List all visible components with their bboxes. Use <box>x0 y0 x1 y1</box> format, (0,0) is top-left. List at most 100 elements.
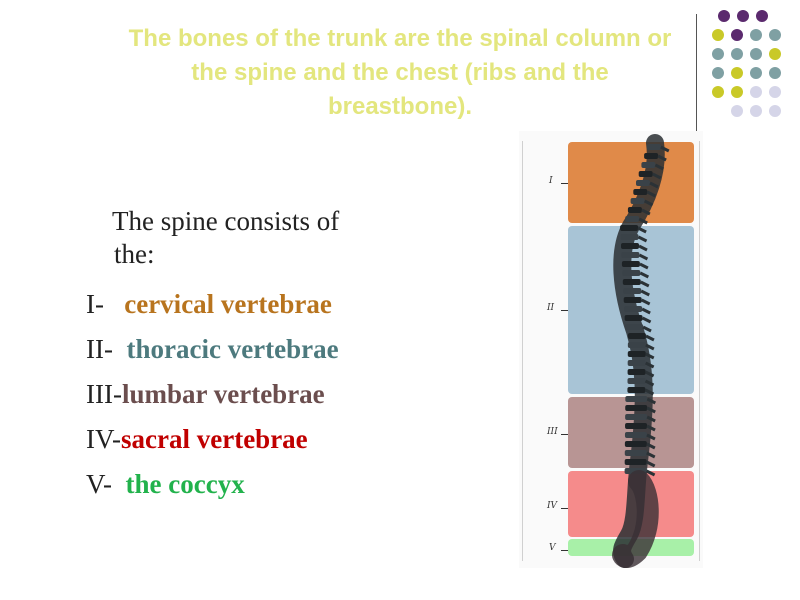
vertebra-shape <box>622 270 640 276</box>
vertebra-shape <box>625 423 647 429</box>
vertebra-process <box>641 291 649 295</box>
decor-dot <box>731 67 743 79</box>
vertebra-shape <box>625 450 647 456</box>
vertebra-process <box>646 336 654 340</box>
vertebra-shape <box>625 441 647 447</box>
spine-illustration <box>519 131 703 568</box>
vertebra-shape <box>625 432 647 438</box>
vertebra-shape <box>624 297 642 303</box>
vertebra-shape <box>620 225 638 231</box>
decor-dot-grid <box>712 10 796 128</box>
vertebra-process <box>643 318 651 322</box>
decor-dot <box>750 48 762 60</box>
decor-dot <box>712 86 724 98</box>
decor-dot <box>769 105 781 117</box>
decor-dot <box>750 105 762 117</box>
intro-line-2: the: <box>112 238 432 271</box>
vertebrae-list: I- cervical vertebrae II- thoracic verte… <box>86 282 486 507</box>
list-item-term: lumbar vertebrae <box>122 379 325 409</box>
vertebra-shape <box>623 288 641 294</box>
spine-figure: I II III IV V <box>519 131 703 568</box>
vertebra-shape <box>628 207 642 213</box>
vertebra-shape <box>625 396 647 402</box>
list-item-term: sacral vertebrae <box>121 424 308 454</box>
vertebra-shape <box>631 198 645 204</box>
intro-text: The spine consists of the: <box>112 205 432 271</box>
vertebra-shape <box>628 333 646 339</box>
decor-dot <box>712 48 724 60</box>
vertebra-shape <box>625 315 643 321</box>
list-item-term: thoracic vertebrae <box>126 334 338 364</box>
decor-dot <box>731 48 743 60</box>
decor-dot <box>750 86 762 98</box>
vertebra-shape <box>627 387 645 393</box>
list-item-lumbar: III-lumbar vertebrae <box>86 372 486 417</box>
title-line-3: breastbone). <box>40 90 760 124</box>
decor-dot <box>712 67 724 79</box>
list-item-thoracic: II- thoracic vertebrae <box>86 327 486 372</box>
vertebra-shape <box>621 243 639 249</box>
list-item-prefix: II- <box>86 334 126 364</box>
vertebra-shape <box>621 252 639 258</box>
vertebra-shape <box>639 171 653 177</box>
decor-dot <box>737 10 749 22</box>
vertebra-process <box>638 228 646 232</box>
vertebra-shape <box>624 306 642 312</box>
list-item-prefix: III- <box>86 379 122 409</box>
vertebra-process <box>641 282 649 286</box>
decor-dot <box>731 29 743 41</box>
vertebra-process <box>640 264 648 268</box>
vertebra-shape <box>628 378 646 384</box>
vertebra-process <box>639 255 647 259</box>
vertebra-shape <box>625 324 643 330</box>
vertebra-shape <box>625 216 639 222</box>
vertebra-shape <box>628 360 646 366</box>
vertebra-process <box>642 309 650 313</box>
title-line-2: the spine and the chest (ribs and the <box>40 56 760 90</box>
decor-dot <box>769 48 781 60</box>
intro-line-1: The spine consists of <box>112 205 432 238</box>
list-item-prefix: IV- <box>86 424 121 454</box>
decor-dot <box>769 86 781 98</box>
vertebra-process <box>640 273 648 277</box>
decor-dot <box>750 29 762 41</box>
vertebra-shape <box>636 180 650 186</box>
decor-dot <box>731 86 743 98</box>
decor-vertical-line <box>696 14 697 132</box>
vertebra-process <box>643 327 651 331</box>
vertebra-shape <box>622 261 640 267</box>
list-item-sacral: IV-sacral vertebrae <box>86 417 486 462</box>
vertebra-shape <box>625 405 647 411</box>
decor-dot <box>718 10 730 22</box>
vertebra-process <box>639 237 647 241</box>
list-item-prefix: I- <box>86 289 124 319</box>
vertebra-shape <box>644 153 658 159</box>
decor-dot <box>756 10 768 22</box>
decor-dot <box>712 29 724 41</box>
list-item-prefix: V- <box>86 469 126 499</box>
vertebra-shape <box>628 342 646 348</box>
vertebra-shape <box>623 279 641 285</box>
vertebra-process <box>647 462 655 466</box>
decor-dot <box>750 67 762 79</box>
decor-dot <box>769 67 781 79</box>
vertebra-shape <box>633 189 647 195</box>
vertebra-process <box>642 300 650 304</box>
vertebra-shape <box>625 459 647 465</box>
vertebra-shape <box>628 369 646 375</box>
decor-dot <box>769 29 781 41</box>
list-item-term: the coccyx <box>126 469 245 499</box>
vertebra-shape <box>625 414 647 420</box>
list-item-term: cervical vertebrae <box>124 289 332 319</box>
vertebra-shape <box>628 351 646 357</box>
vertebra-shape <box>641 162 655 168</box>
list-item-cervical: I- cervical vertebrae <box>86 282 486 327</box>
slide-title: The bones of the trunk are the spinal co… <box>40 22 760 124</box>
list-item-coccyx: V- the coccyx <box>86 462 486 507</box>
vertebra-shape <box>647 144 661 150</box>
decor-dot <box>731 105 743 117</box>
vertebra-process <box>639 246 647 250</box>
title-line-1: The bones of the trunk are the spinal co… <box>40 22 760 56</box>
vertebra-shape <box>621 234 639 240</box>
